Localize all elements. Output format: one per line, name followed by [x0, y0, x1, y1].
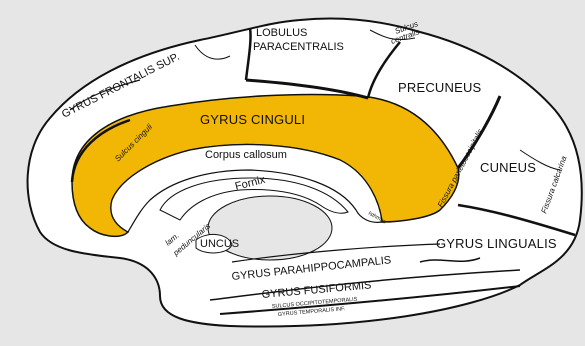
label-cuneus: CUNEUS	[480, 160, 536, 175]
label-uncus: UNCUS	[200, 238, 239, 250]
label-lobulus: LOBULUS	[256, 27, 307, 39]
label-paracentralis: PARACENTRALIS	[253, 41, 344, 53]
label-gyrus-cinguli: GYRUS CINGULI	[200, 112, 305, 127]
label-corpus-callosum: Corpus callosum	[205, 149, 287, 161]
label-precuneus: PRECUNEUS	[398, 80, 482, 95]
label-gyrus-lingualis: GYRUS LINGUALIS	[436, 236, 557, 251]
